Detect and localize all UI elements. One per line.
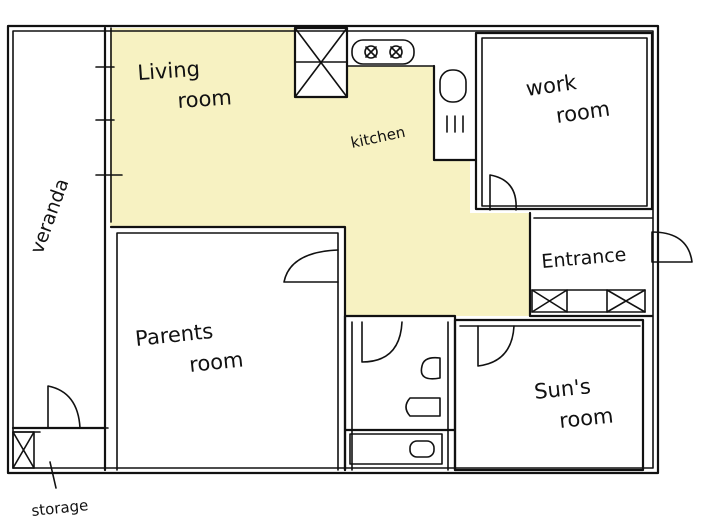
outer-wall-inner: [12, 30, 654, 469]
veranda-label: veranda: [26, 176, 73, 257]
bathroom-wall-inner: [351, 321, 449, 471]
sun-room-label-line2: room: [558, 403, 615, 433]
sun-room-label-line1: Sun's: [533, 374, 592, 404]
storage-door-icon: [47, 385, 81, 429]
sun-room-door-icon: [477, 325, 515, 367]
storage-label: storage: [31, 496, 90, 520]
work-room-label-line1: work: [524, 70, 578, 101]
cabinet-cross: [12, 431, 35, 469]
parents-door-icon: [283, 249, 339, 283]
sink-icon: [439, 69, 467, 103]
work-room-wall: [474, 31, 654, 211]
bathtub-icon: [349, 433, 443, 465]
burner: [389, 45, 403, 59]
kitchen-sink-wall: [432, 64, 478, 162]
bathtub-inner: [409, 440, 435, 458]
stove-icon: [351, 39, 415, 65]
living-kitchen-highlight: [110, 28, 530, 316]
parents-room-wall-inner: [116, 232, 339, 471]
burner: [364, 45, 378, 59]
toilet-icon: [405, 356, 441, 417]
storage-cabinet-icon: [12, 431, 35, 469]
front-door-icon: [651, 231, 693, 263]
shoe-cabinet-icon: [531, 289, 646, 313]
parents-room-label-line2: room: [188, 347, 245, 377]
outer-wall: [6, 24, 660, 475]
bathroom-door-icon: [361, 321, 403, 363]
cabinet-cross: [531, 289, 646, 313]
burner-mark: [365, 46, 402, 58]
storage-pointer: [49, 461, 57, 489]
living-room-label-line2: room: [177, 85, 233, 113]
entrance-wall: [528, 211, 654, 318]
work-room-label-line2: room: [554, 97, 611, 128]
work-room-wall-inner: [481, 37, 648, 207]
work-door-icon: [489, 174, 517, 211]
sun-room-wall: [453, 318, 645, 472]
parents-room-label-line1: Parents: [134, 319, 214, 351]
entrance-label: Entrance: [541, 244, 628, 273]
living-room-label-line1: Living: [137, 57, 201, 85]
